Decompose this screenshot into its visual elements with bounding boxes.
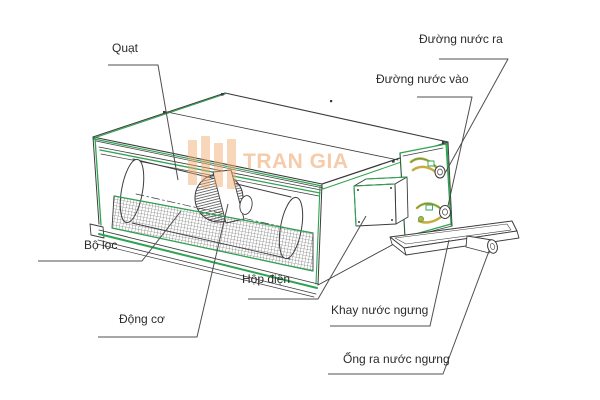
bottom-rail-2 xyxy=(97,239,317,295)
bottom-rail-green xyxy=(98,233,318,289)
opening-top-rail-green xyxy=(99,149,321,194)
bottom-rail-3 xyxy=(96,243,315,298)
motor-shaft-band xyxy=(212,169,245,224)
label-water-out: Đường nước ra xyxy=(419,32,503,46)
filter-top-green xyxy=(113,195,314,234)
upper-pipe-fitting xyxy=(427,160,435,167)
leader-water-in xyxy=(417,96,473,207)
end-panel-inner-line xyxy=(402,147,444,157)
leader-condensate-tray xyxy=(330,239,450,327)
top-left-green-edge xyxy=(93,93,226,139)
right-bottom-edge-2 xyxy=(317,237,406,286)
leader-motor xyxy=(98,203,229,338)
motor-end-cap xyxy=(239,195,253,215)
top-front-lip xyxy=(95,140,324,189)
drain-pipe-end xyxy=(487,239,498,254)
water-out-flange xyxy=(434,165,446,179)
lower-pipe-outline xyxy=(416,203,441,209)
lower-pipe-fitting xyxy=(425,204,433,211)
leader-water-out xyxy=(439,58,509,176)
tray-left-wall xyxy=(389,236,407,256)
label-water-in: Đường nước vào xyxy=(376,72,469,86)
label-electrical-box: Hộp điện xyxy=(242,272,291,286)
watermark-text: TRAN GIA xyxy=(243,150,349,173)
filter-panel xyxy=(111,195,314,272)
electrical-box-side xyxy=(394,176,409,225)
opening-top-rail-1 xyxy=(98,146,322,191)
leader-filter xyxy=(38,210,182,262)
front-face xyxy=(89,136,323,298)
corner-screws xyxy=(163,93,445,163)
electrical-box-front xyxy=(353,183,397,227)
water-out-bore xyxy=(437,168,443,176)
top-panel xyxy=(92,92,449,189)
leader-condensate-outlet xyxy=(328,250,490,375)
right-outer-edge xyxy=(447,141,453,227)
lower-pipe-elbow xyxy=(418,216,424,222)
electrical-box-screws xyxy=(357,187,393,223)
drain-pipe-bore xyxy=(490,243,495,250)
water-in-bore xyxy=(442,208,448,216)
water-in-flange xyxy=(439,205,451,219)
front-left-green-edge xyxy=(94,137,102,226)
tray-rim-inner xyxy=(394,223,512,245)
label-condensate-outlet: Ống ra nước ngưng xyxy=(343,352,450,366)
top-panel-seam xyxy=(166,111,399,161)
filter-bottom-green xyxy=(111,227,314,272)
unit-drawing xyxy=(89,92,520,298)
label-condensate-tray: Khay nước ngưng xyxy=(331,303,429,317)
label-filter: Bộ lọc xyxy=(84,238,118,252)
front-left-edge xyxy=(92,136,100,225)
leader-fan xyxy=(108,64,179,181)
label-motor: Động cơ xyxy=(119,312,165,326)
condensate-tray xyxy=(389,220,520,256)
watermark-logo-bars xyxy=(188,136,236,189)
electrical-box xyxy=(353,176,409,227)
leader-electrical-box xyxy=(248,215,367,300)
leader-lines xyxy=(38,58,509,375)
drain-pipe-body xyxy=(465,235,493,254)
watermark: TRAN GIA xyxy=(188,136,349,189)
electrical-box-green-edges xyxy=(353,176,408,227)
bottom-rail-1 xyxy=(98,229,319,285)
front-right-edge xyxy=(317,183,323,286)
front-right-green-edge xyxy=(315,185,321,285)
top-front-green-edge xyxy=(93,138,323,187)
label-fan: Quạt xyxy=(112,41,139,55)
